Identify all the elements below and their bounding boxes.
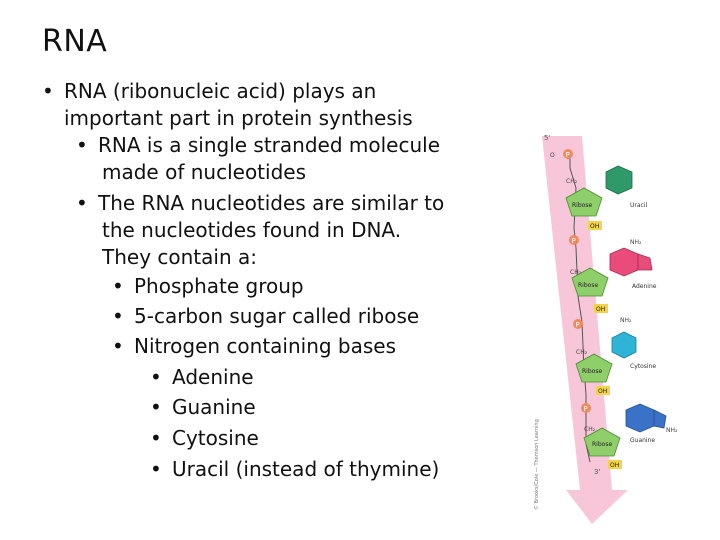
bullet: • (112, 334, 124, 358)
ribose-label: Ribose (592, 441, 612, 448)
base-label-uracil: Uracil (630, 202, 648, 209)
line-text: They contain a: (102, 245, 257, 269)
line-text: Uracil (instead of thymine) (172, 457, 440, 481)
five-prime-label: 5' (544, 134, 550, 142)
bullet: • (76, 133, 88, 157)
oh-box (594, 304, 608, 313)
text-line-7: They contain a: (102, 242, 257, 272)
rna-strand-svg: 5' 3' P O CH₂ Ribose OH Uracil P CH₂ Rib… (542, 134, 678, 524)
bullet: • (76, 191, 88, 215)
line-text: made of nucleotides (102, 160, 306, 184)
text-line-1: • RNA (ribonucleic acid) plays an (42, 76, 376, 106)
ch2-label: CH₂ (566, 178, 578, 185)
ribose-sugar (571, 267, 609, 297)
bullet: • (150, 457, 162, 481)
text-line-8: • Phosphate group (112, 271, 304, 301)
slide-title: RNA (42, 24, 108, 59)
oh-box (588, 221, 602, 230)
oh-label: OH (610, 462, 619, 469)
ribose-sugar (575, 353, 613, 383)
oh-label: OH (598, 388, 607, 395)
text-line-4: made of nucleotides (102, 157, 306, 187)
ch2-label: CH₂ (576, 349, 588, 356)
nucleotide-adenine: P CH₂ Ribose OH NH₂ Adenine (569, 235, 657, 313)
phosphate-circle (569, 235, 579, 245)
ribose-label: Ribose (582, 368, 602, 375)
line-text: 5-carbon sugar called ribose (134, 304, 420, 328)
ribose-label: Ribose (578, 282, 598, 289)
nucleotide-cytosine: P CH₂ Ribose OH NH₂ Cytosine (573, 317, 656, 395)
line-text: Adenine (172, 365, 254, 389)
bullet: • (112, 274, 124, 298)
phosphate-p: P (572, 237, 576, 245)
oh-label: OH (596, 306, 605, 313)
three-prime-label: 3' (594, 468, 600, 476)
bullet: • (112, 304, 124, 328)
ribose-label: Ribose (572, 202, 592, 209)
line-text: RNA is a single stranded molecule (98, 133, 440, 157)
line-text: Cytosine (172, 426, 259, 450)
text-line-11: • Adenine (150, 362, 254, 392)
adenine-base-ring (637, 253, 653, 271)
oxygen-label: O (550, 152, 555, 159)
adenine-base (609, 247, 639, 277)
nucleotide-uracil: P O CH₂ Ribose OH Uracil (550, 149, 648, 230)
text-line-13: • Cytosine (150, 423, 259, 453)
nh2-label: NH₂ (666, 427, 678, 434)
bullet: • (42, 79, 54, 103)
oh-box (596, 386, 610, 395)
line-text: important part in protein synthesis (64, 106, 413, 130)
bullet: • (150, 365, 162, 389)
oh-box (608, 460, 622, 469)
nucleotide-guanine: P CH₂ Ribose OH NH₂ Guanine (581, 403, 678, 469)
line-text: The RNA nucleotides are similar to (98, 191, 445, 215)
guanine-base-ring (653, 409, 667, 429)
guanine-base (625, 403, 655, 433)
text-line-12: • Guanine (150, 392, 256, 422)
line-text: Phosphate group (134, 274, 304, 298)
phosphate-p: P (566, 151, 570, 159)
text-line-5: • The RNA nucleotides are similar to (76, 188, 444, 218)
ch2-label: CH₂ (570, 269, 582, 276)
nh2-label: NH₂ (620, 317, 632, 324)
phosphate-p: P (576, 321, 580, 329)
phosphate-p: P (584, 405, 588, 413)
text-line-6: the nucleotides found in DNA. (102, 215, 401, 245)
text-line-3: • RNA is a single stranded molecule (76, 130, 440, 160)
oh-label: OH (590, 223, 599, 230)
ribose-sugar (565, 187, 603, 217)
strand-direction-arrow (542, 136, 628, 524)
phosphate-circle (581, 403, 591, 413)
text-line-10: • Nitrogen containing bases (112, 331, 396, 361)
line-text: Guanine (172, 395, 256, 419)
line-text: Nitrogen containing bases (134, 334, 397, 358)
bullet: • (150, 395, 162, 419)
line-text: RNA (ribonucleic acid) plays an (64, 79, 377, 103)
cytosine-base (611, 331, 637, 359)
base-label-guanine: Guanine (630, 437, 655, 444)
phosphate-circle (573, 319, 583, 329)
phosphate-circle (563, 149, 573, 159)
ch2-label: CH₂ (584, 426, 596, 433)
rna-strand-figure: 5' 3' P O CH₂ Ribose OH Uracil P CH₂ Rib… (530, 128, 702, 524)
text-line-14: • Uracil (instead of thymine) (150, 454, 439, 484)
nh2-label: NH₂ (630, 239, 642, 246)
line-text: the nucleotides found in DNA. (102, 218, 402, 242)
ribose-sugar (583, 427, 621, 457)
uracil-base (605, 165, 633, 195)
text-line-9: • 5-carbon sugar called ribose (112, 301, 419, 331)
figure-credit: © Brooks/Cole — Thomson Learning (534, 419, 540, 510)
text-line-2: important part in protein synthesis (64, 103, 413, 133)
base-label-adenine: Adenine (632, 283, 657, 290)
bullet: • (150, 426, 162, 450)
base-label-cytosine: Cytosine (630, 363, 656, 370)
